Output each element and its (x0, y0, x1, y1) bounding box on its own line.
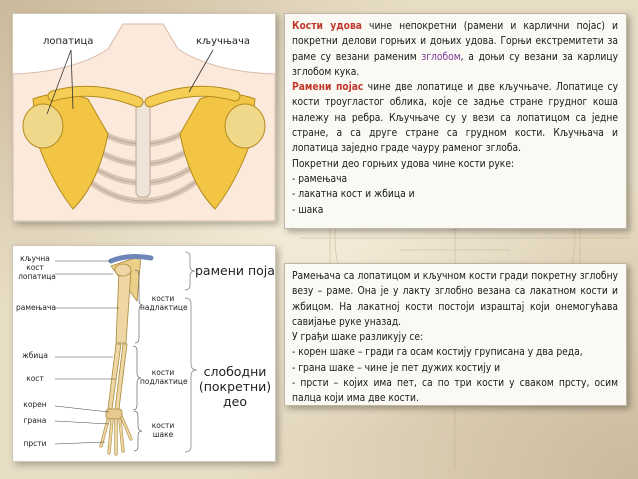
list-item: - шака (292, 204, 324, 216)
label-forearm-1: кости (151, 368, 175, 377)
label-clavicle-2: кост (26, 263, 44, 272)
label-shoulder-girdle: рамени појас (195, 263, 276, 278)
paragraph-arm-bones: Покретни део горњих удова чине кости рук… (292, 158, 515, 170)
paragraph-text: чине непокретни (рамени и карлични појас… (292, 21, 618, 63)
list-item: - рамењача (292, 173, 348, 185)
paragraph-shoulder-girdle: Рамени појас чине две лопатице и две кљу… (292, 80, 618, 156)
label-radius: жбица (22, 351, 48, 360)
label-free-part-3: део (223, 394, 247, 409)
text-box-humerus-hand: Рамењача са лопатицом и кључном кости гр… (284, 263, 627, 406)
term-limb-bones: Кости удова (292, 21, 362, 32)
label-fingers: прсти (23, 439, 47, 448)
label-clavicle-1: кључна (20, 254, 50, 263)
term-shoulder-girdle: Рамени појас (292, 82, 364, 94)
list-item: - лакатна кост и жбица и (292, 189, 415, 201)
text-box-limb-bones: Кости удова чине непокретни (рамени и ка… (284, 13, 627, 229)
label-forearm-2: подлактице (140, 377, 188, 386)
list-item: - грана шаке – чине је пет дужих костију… (292, 362, 501, 374)
label-upper-arm-2: надлактице (140, 303, 188, 312)
label-carpals: корен (23, 400, 47, 409)
paragraph-text: , а доњи су везани за карлицу зглобом ку… (292, 51, 618, 78)
arm-illustration (54, 251, 198, 456)
list-item: - корен шаке – гради га осам костију гру… (292, 347, 583, 359)
label-clavicle: кључњача (196, 36, 251, 47)
paragraph-humerus: Рамењача са лопатицом и кључном кости гр… (292, 271, 618, 328)
label-hand-1: кости (151, 421, 175, 430)
label-upper-arm-1: кости (151, 294, 175, 303)
label-scapula: лопатица (43, 36, 94, 47)
shoulder-girdle-image: лопатица кључњача (12, 13, 276, 222)
paragraph-limb-bones: Кости удова чине непокретни (рамени и ка… (292, 19, 618, 80)
label-metacarpals: грана (23, 416, 47, 425)
paragraph-hand-structure: У грађи шаке разликују се: (292, 332, 424, 344)
label-humerus: рамењача (16, 303, 56, 312)
list-item: - прсти – којих има пет, са по три кости… (292, 378, 618, 405)
label-scapula: лопатица (18, 272, 56, 281)
label-free-part-2: (покретни) (198, 379, 272, 394)
label-free-part-1: слободни (203, 364, 267, 379)
label-hand-2: шаке (152, 430, 174, 439)
shoulder-illustration (13, 23, 275, 221)
paragraph-text: чине две лопатице и две кључњаче. Лопати… (292, 82, 618, 155)
arm-bones-image: кључна кост лопатица рамењача жбица кост… (12, 245, 276, 462)
term-joint: зглобом (421, 51, 461, 63)
label-ulna: кост (26, 374, 44, 383)
